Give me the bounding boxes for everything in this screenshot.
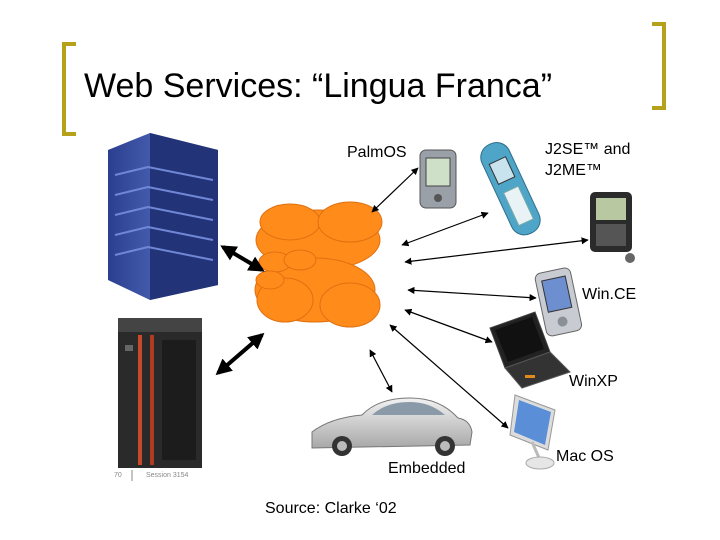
blackberry-icon bbox=[590, 192, 635, 263]
label-j2se: J2SE™ and bbox=[545, 141, 631, 158]
server-arrow-1 bbox=[220, 245, 265, 272]
arrow-j2se bbox=[401, 211, 489, 247]
label-wince: Win.CE bbox=[582, 286, 637, 303]
server-arrow-2 bbox=[215, 332, 265, 376]
arrow-palmos bbox=[371, 167, 419, 213]
cloud-icon bbox=[254, 201, 383, 328]
label-j2me: J2ME™ bbox=[545, 162, 602, 179]
page-number: 70 bbox=[114, 472, 122, 479]
label-palmos: PalmOS bbox=[347, 144, 407, 161]
arrow-blackberry bbox=[404, 237, 589, 265]
arrow-embedded bbox=[369, 349, 393, 393]
title-left-bracket bbox=[62, 42, 76, 136]
server-rack-icon bbox=[108, 133, 218, 300]
pocketpc-icon bbox=[534, 267, 583, 337]
mainframe-server-icon bbox=[118, 318, 202, 468]
slide-title: Web Services: “Lingua Franca” bbox=[84, 67, 553, 105]
arrow-macos bbox=[389, 324, 509, 429]
label-embedded: Embedded bbox=[388, 460, 466, 477]
session-label: Session 3154 bbox=[146, 472, 189, 479]
source-caption: Source: Clarke ‘02 bbox=[265, 500, 397, 517]
arrow-wince bbox=[407, 286, 537, 302]
arrow-winxp bbox=[404, 308, 493, 344]
palm-pda-icon bbox=[419, 149, 457, 209]
nokia-phone-icon bbox=[480, 142, 541, 236]
laptop-icon bbox=[489, 311, 571, 389]
label-macos: Mac OS bbox=[556, 448, 614, 465]
title-right-bracket bbox=[652, 22, 666, 110]
label-winxp: WinXP bbox=[569, 373, 618, 390]
car-icon bbox=[311, 397, 473, 456]
imac-icon bbox=[509, 394, 556, 470]
